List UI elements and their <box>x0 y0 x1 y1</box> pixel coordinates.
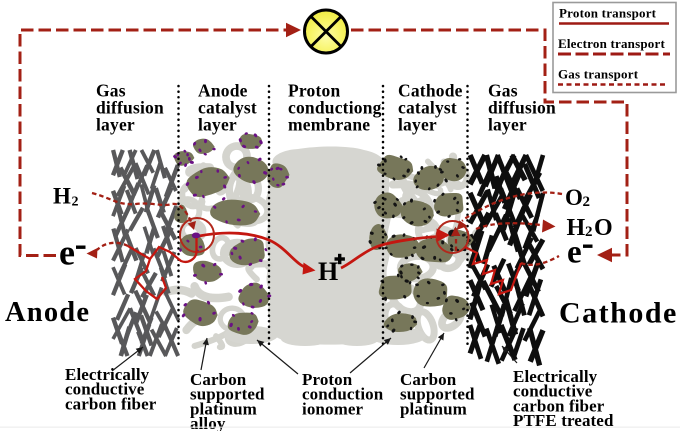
svg-text:2: 2 <box>72 195 79 210</box>
svg-text:Gas transport: Gas transport <box>558 67 639 82</box>
svg-text:e: e <box>567 235 582 271</box>
svg-text:O: O <box>594 215 613 241</box>
svg-text:Cathode: Cathode <box>559 297 678 330</box>
svg-text:Electron transport: Electron transport <box>558 36 665 51</box>
svg-text:2: 2 <box>583 194 591 210</box>
svg-text:H: H <box>53 184 71 209</box>
svg-text:O: O <box>565 185 583 210</box>
svg-text:Proton transport: Proton transport <box>559 6 657 21</box>
svg-text:2: 2 <box>585 224 593 240</box>
svg-text:Anode: Anode <box>5 297 90 328</box>
svg-text:H: H <box>318 257 338 286</box>
svg-text:H: H <box>567 215 586 241</box>
svg-text:e: e <box>59 233 75 273</box>
